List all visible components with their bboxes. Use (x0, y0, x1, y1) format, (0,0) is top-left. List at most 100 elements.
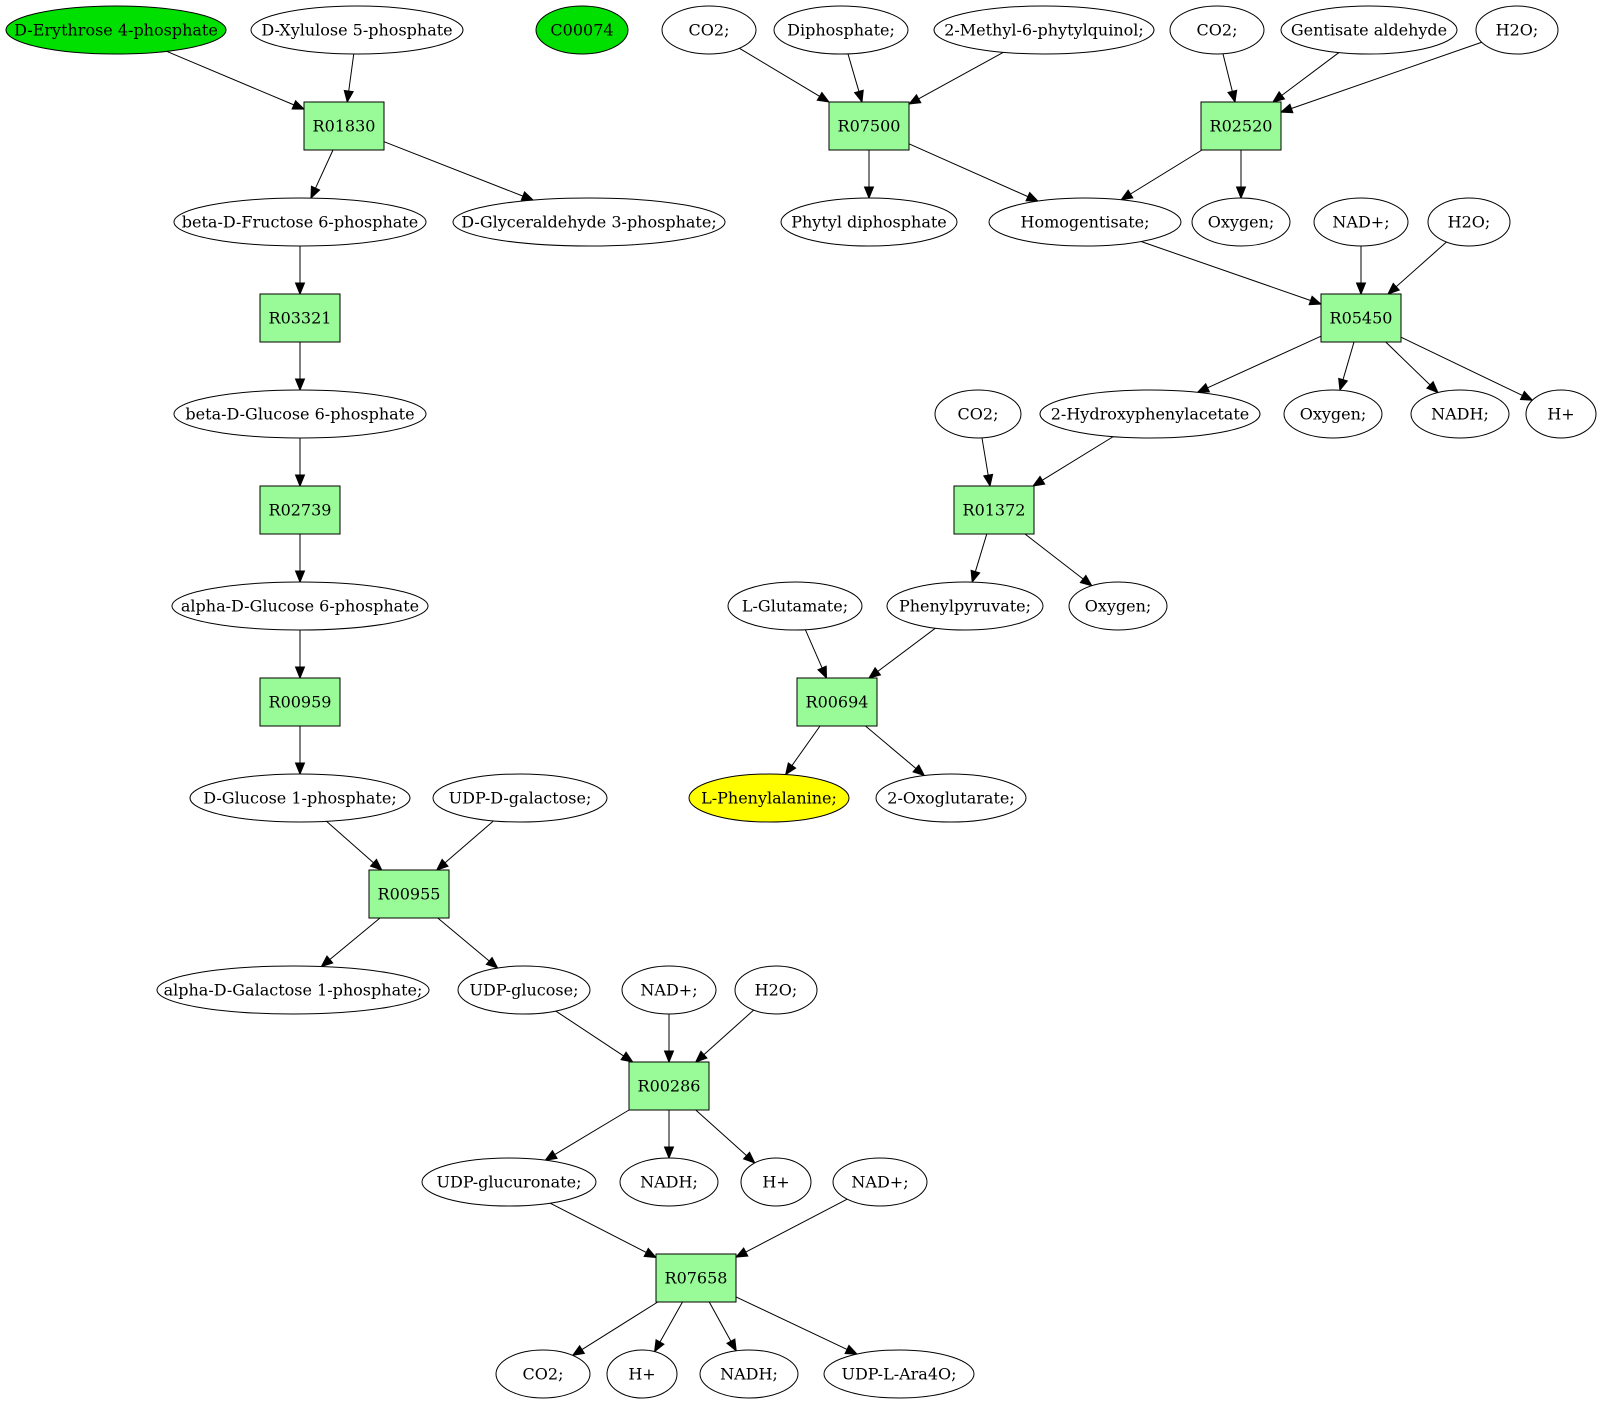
edge-line (315, 149, 334, 189)
compound-node[interactable]: UDP-L-Ara4O; (823, 1349, 975, 1399)
edge-line (1130, 149, 1203, 195)
compound-ellipse (495, 1349, 591, 1399)
compound-node[interactable]: NAD+; (621, 965, 717, 1015)
edge-c_h2o_b-to-r_R05450 (1387, 241, 1447, 295)
edge-c_udpglcA-to-r_R07658 (549, 1202, 658, 1259)
compound-node[interactable]: D-Xylulose 5-phosphate (250, 5, 464, 55)
edge-line (326, 820, 374, 864)
compound-label: D-Glyceraldehyde 3-phosphate; (461, 213, 716, 232)
reaction-node[interactable]: R05450 (1320, 293, 1402, 343)
reaction-node[interactable]: R00955 (368, 869, 450, 919)
edge-c_bf6p-to-r_R03321 (294, 246, 306, 296)
arrowhead (653, 1339, 665, 1353)
arrowhead (1387, 282, 1401, 295)
compound-node[interactable]: beta-D-Fructose 6-phosphate (173, 197, 427, 247)
edge-r_R00286-to-c_h_b (695, 1109, 756, 1164)
arrowhead (1079, 574, 1093, 587)
compound-ellipse (1280, 5, 1458, 55)
edge-r_R05450-to-c_2hpa (1196, 335, 1322, 393)
edge-r_R00959-to-c_g1p (294, 726, 306, 776)
compound-node[interactable]: beta-D-Glucose 6-phosphate (173, 389, 427, 439)
compound-ellipse (5, 5, 227, 55)
compound-node[interactable]: C00074 (535, 5, 629, 55)
compound-node[interactable]: H+ (606, 1349, 678, 1399)
edge-r_R05450-to-c_nadh_a (1385, 341, 1439, 394)
compound-node[interactable]: H+ (740, 1157, 812, 1207)
compound-node[interactable]: H2O; (1427, 197, 1511, 247)
arrowhead (369, 858, 383, 871)
arrowhead (853, 89, 864, 104)
edge-line (791, 725, 821, 766)
arrowhead (294, 378, 306, 392)
compound-node[interactable]: Phytyl diphosphate (780, 197, 958, 247)
reaction-node[interactable]: R00286 (628, 1061, 710, 1111)
arrowhead (734, 1247, 749, 1258)
compound-label: CO2; (689, 21, 730, 40)
arrowhead (742, 1151, 756, 1164)
compound-node[interactable]: Oxygen; (1283, 389, 1383, 439)
compound-node[interactable]: L-Glutamate; (727, 581, 863, 631)
edge-line (918, 51, 1004, 100)
compound-node[interactable]: D-Erythrose 4-phosphate (5, 5, 227, 55)
reaction-node[interactable]: R03321 (259, 293, 341, 343)
compound-node[interactable]: Homogentisate; (988, 197, 1182, 247)
arrowhead (1025, 191, 1040, 202)
compound-ellipse (1191, 197, 1291, 247)
compound-node[interactable]: Gentisate aldehyde (1280, 5, 1458, 55)
compound-node[interactable]: CO2; (934, 389, 1022, 439)
compound-node[interactable]: H+ (1525, 389, 1597, 439)
edge-c_2hpa-to-r_R01372 (1031, 436, 1114, 487)
compound-label: L-Glutamate; (742, 597, 848, 616)
compound-node[interactable]: CO2; (495, 1349, 591, 1399)
compound-node[interactable]: NAD+; (832, 1157, 928, 1207)
compound-node[interactable]: NADH; (699, 1349, 799, 1399)
reaction-node[interactable]: R01830 (303, 101, 385, 151)
compound-ellipse (727, 581, 863, 631)
compound-node[interactable]: NADH; (1410, 389, 1510, 439)
edge-line (847, 53, 860, 92)
reaction-node[interactable]: R00959 (259, 677, 341, 727)
compound-node[interactable]: NAD+; (1313, 197, 1409, 247)
compound-node[interactable]: Oxygen; (1191, 197, 1291, 247)
compound-node[interactable]: NADH; (619, 1157, 719, 1207)
compound-node[interactable]: Phenylpyruvate; (886, 581, 1044, 631)
compound-ellipse (432, 773, 608, 823)
arrowhead (844, 1344, 859, 1355)
arrowhead (294, 762, 306, 776)
compound-node[interactable]: 2-Methyl-6-phytylquinol; (933, 5, 1155, 55)
compound-node[interactable]: alpha-D-Galactose 1-phosphate; (156, 965, 430, 1015)
reaction-node[interactable]: R01372 (953, 485, 1035, 535)
compound-node[interactable]: Diphosphate; (773, 5, 909, 55)
compound-node[interactable]: UDP-glucose; (457, 965, 591, 1015)
compound-node[interactable]: D-Glyceraldehyde 3-phosphate; (452, 197, 726, 247)
arrowhead (343, 89, 354, 104)
edge-r_R00694-to-c_phe (784, 725, 821, 776)
compound-node[interactable]: 2-Oxoglutarate; (875, 773, 1027, 823)
edges-layer (166, 41, 1534, 1357)
reaction-node[interactable]: R02520 (1200, 101, 1282, 151)
compound-node[interactable]: 2-Hydroxyphenylacetate (1039, 389, 1261, 439)
compound-node[interactable]: Oxygen; (1068, 581, 1168, 631)
reaction-node[interactable]: R00694 (796, 677, 878, 727)
reaction-node[interactable]: R02739 (259, 485, 341, 535)
compound-node[interactable]: D-Glucose 1-phosphate; (189, 773, 411, 823)
compound-node[interactable]: CO2; (661, 5, 757, 55)
compound-ellipse (619, 1157, 719, 1207)
compound-node[interactable]: H2O; (1475, 5, 1559, 55)
compound-ellipse (1427, 197, 1511, 247)
arrowhead (485, 956, 499, 969)
compound-node[interactable]: UDP-D-galactose; (432, 773, 608, 823)
arrowhead (310, 185, 321, 200)
edge-line (659, 1301, 683, 1343)
compound-node[interactable]: alpha-D-Glucose 6-phosphate (171, 581, 429, 631)
reaction-node[interactable]: R07500 (828, 101, 910, 151)
compound-label: Homogentisate; (1021, 213, 1150, 232)
compound-node[interactable]: UDP-glucuronate; (421, 1157, 597, 1207)
reaction-node[interactable]: R07658 (655, 1253, 737, 1303)
compound-node[interactable]: L-Phenylalanine; (688, 773, 850, 823)
edge-line (1024, 533, 1084, 580)
compound-node[interactable]: CO2; (1169, 5, 1265, 55)
compound-label: CO2; (958, 405, 999, 424)
compound-node[interactable]: H2O; (734, 965, 818, 1015)
